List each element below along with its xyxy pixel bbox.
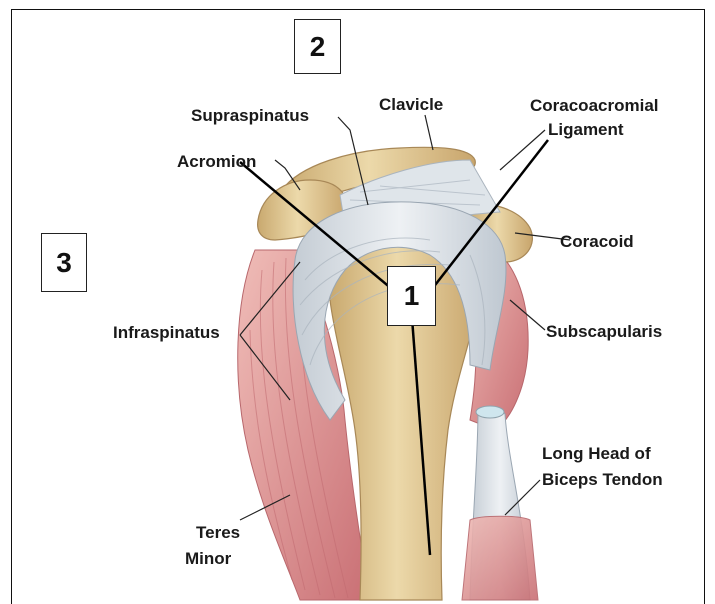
label-teres-line1: Teres: [196, 523, 240, 543]
marker-2-box: 2: [294, 19, 341, 74]
label-long-head-line1: Long Head of: [542, 444, 651, 464]
label-coracoacromial-line2: Ligament: [548, 120, 624, 140]
label-acromion: Acromion: [177, 152, 256, 172]
marker-3-box: 3: [41, 233, 87, 292]
label-long-head-line2: Biceps Tendon: [542, 470, 663, 490]
label-subscapularis: Subscapularis: [546, 322, 662, 342]
label-coracoacromial-line1: Coracoacromial: [530, 96, 659, 116]
label-teres-line2: Minor: [185, 549, 231, 569]
label-coracoid: Coracoid: [560, 232, 634, 252]
label-infraspinatus: Infraspinatus: [113, 323, 220, 343]
marker-1-box: 1: [387, 266, 436, 326]
biceps-muscle: [462, 516, 538, 600]
biceps-tendon-origin: [476, 406, 504, 418]
label-clavicle: Clavicle: [379, 95, 443, 115]
label-supraspinatus: Supraspinatus: [191, 106, 309, 126]
